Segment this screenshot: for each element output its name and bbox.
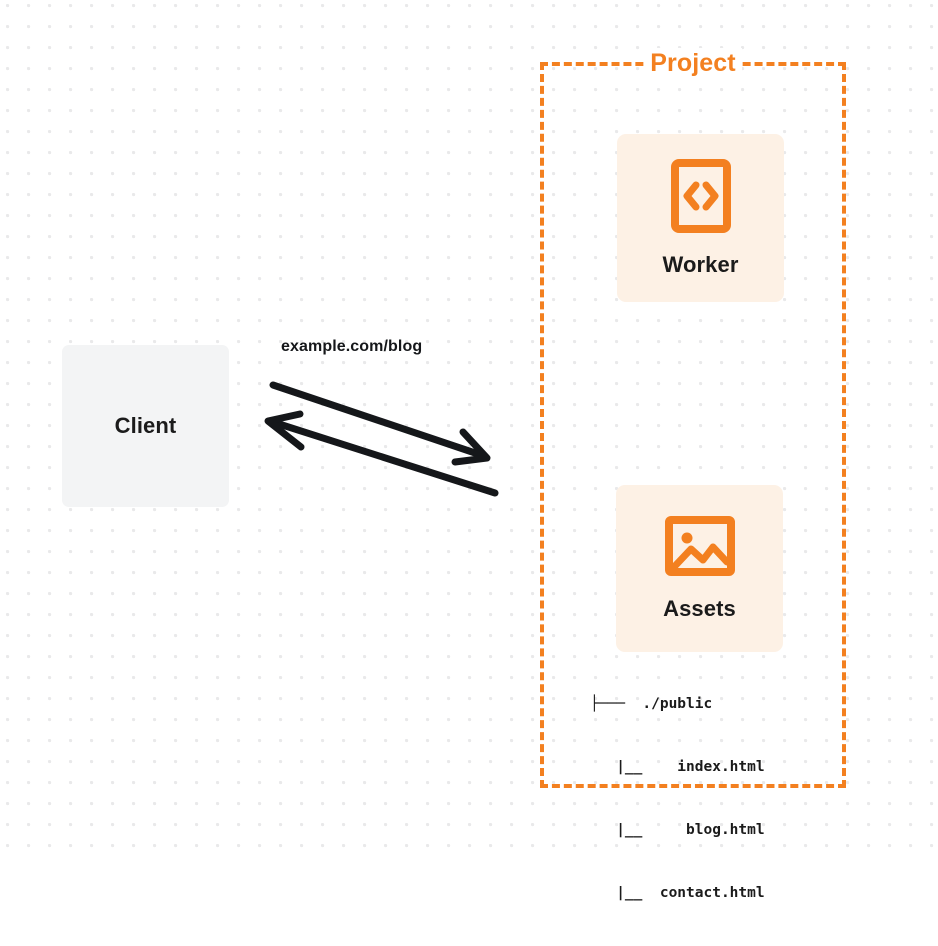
tree-row: |__ contact.html	[590, 885, 765, 901]
assets-label: Assets	[663, 596, 736, 621]
tree-row: |__ index.html	[590, 759, 765, 775]
worker-label: Worker	[662, 251, 739, 277]
tree-row: |__ blog.html	[590, 822, 765, 838]
image-icon	[664, 515, 735, 582]
project-title: Project	[544, 48, 842, 78]
worker-node[interactable]: Worker	[617, 134, 784, 302]
code-brackets-icon	[670, 158, 731, 238]
diagram-canvas: example.com/blog Client Project Worker	[0, 0, 938, 901]
assets-node[interactable]: Assets	[616, 485, 783, 652]
request-arrow	[269, 381, 491, 466]
project-group: Project Worker Assets	[540, 48, 846, 901]
assets-file-tree: ├─── ./public |__ index.html |__ blog.ht…	[590, 652, 765, 946]
client-node[interactable]: Client	[62, 345, 229, 507]
project-title-text: Project	[644, 48, 742, 78]
response-arrow	[264, 410, 499, 497]
tree-row: ├─── ./public	[590, 696, 713, 712]
client-label: Client	[114, 413, 177, 438]
connection-url-label: example.com/blog	[281, 338, 423, 355]
